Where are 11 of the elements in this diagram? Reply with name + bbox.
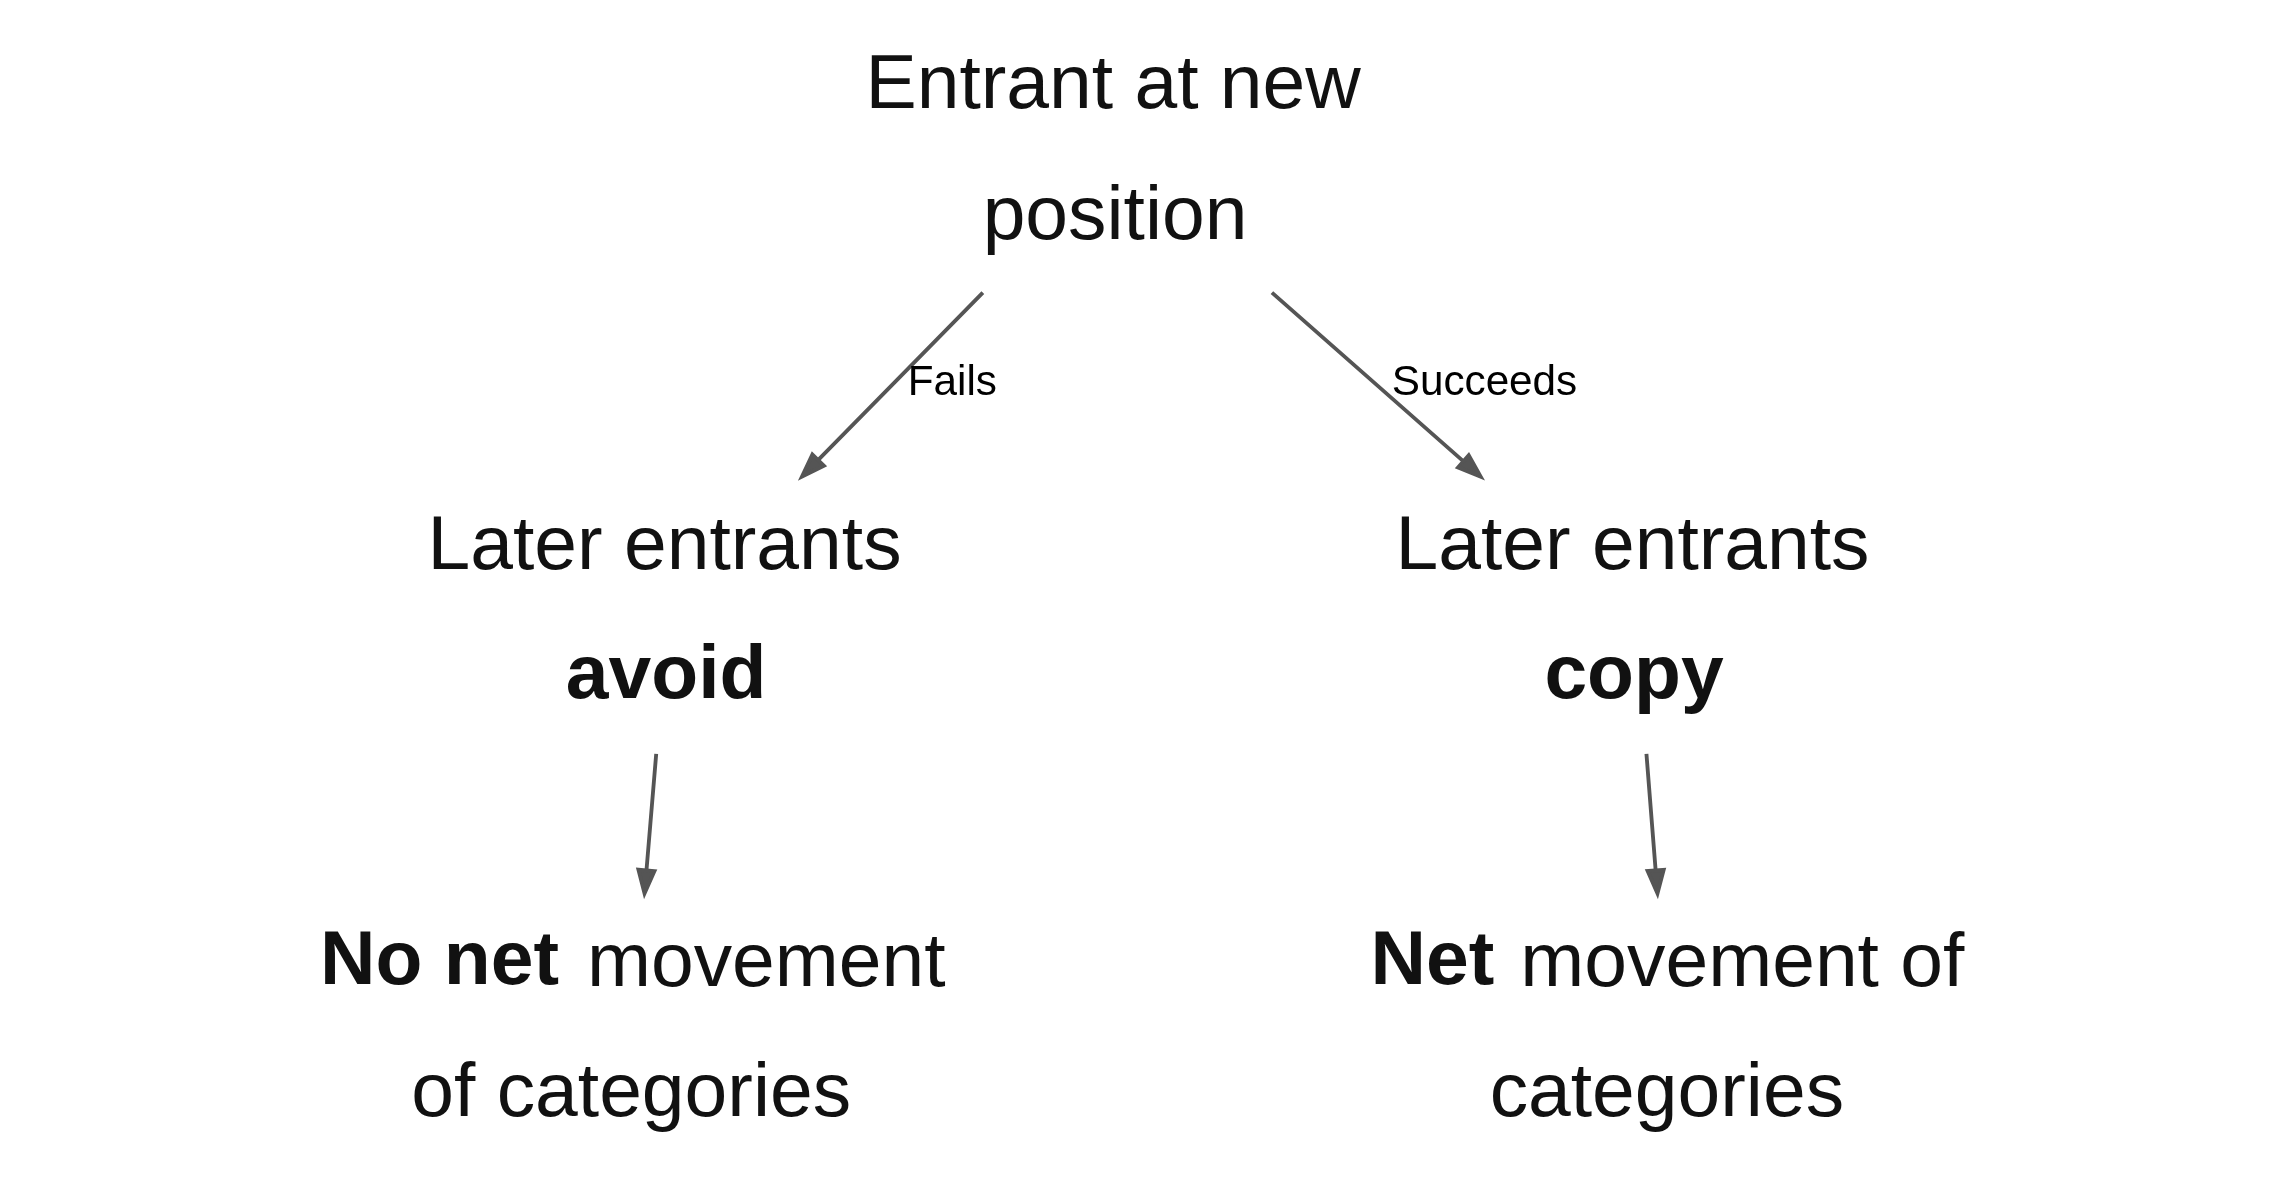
arrow (1270, 291, 1485, 481)
edge-label: Fails (907, 357, 997, 405)
node-text: Entrant at new position (864, 38, 1361, 255)
node-text: No net movement of categories (319, 913, 946, 1133)
arrow (635, 753, 658, 900)
arrow (1644, 753, 1666, 900)
node-text: Later entrants avoid (427, 498, 902, 714)
node-text: Later entrants copy (1395, 498, 1870, 714)
arrow (797, 291, 984, 481)
node-text: Net movement of categories (1370, 913, 1964, 1133)
edge-label: Succeeds (1391, 357, 1577, 405)
